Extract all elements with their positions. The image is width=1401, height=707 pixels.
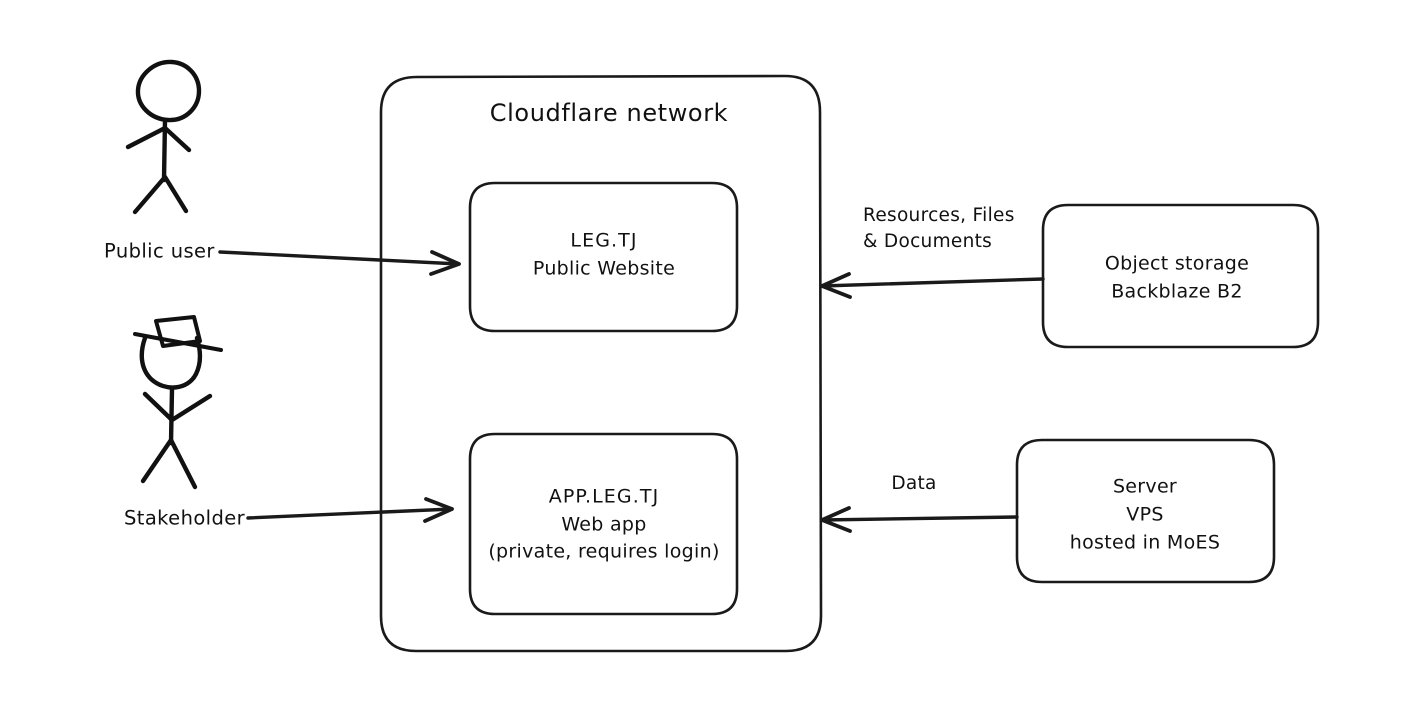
- stick-figure-with-hat-icon: [133, 315, 223, 490]
- node-public-website[interactable]: LEG.TJ Public Website: [468, 181, 739, 333]
- node-server-line1: Server: [1113, 476, 1177, 498]
- node-object-storage-line2: Backblaze B2: [1111, 281, 1243, 303]
- node-web-app[interactable]: APP.LEG.TJ Web app (private, requires lo…: [468, 432, 739, 616]
- edge-storage-to-network[interactable]: Resources, Files & Documents: [820, 205, 1045, 299]
- node-public-website-line1: LEG.TJ: [570, 230, 637, 252]
- edge-server-label: Data: [891, 473, 936, 494]
- node-server[interactable]: Server VPS hosted in MoES: [1015, 438, 1276, 584]
- stick-figure-icon: [125, 59, 202, 215]
- actor-stakeholder[interactable]: Stakeholder: [124, 315, 246, 530]
- cloudflare-network-title: Cloudflare network: [490, 99, 728, 127]
- actor-public-user[interactable]: Public user: [104, 59, 215, 263]
- node-web-app-line3: (private, requires login): [488, 541, 719, 563]
- node-server-line3: hosted in MoES: [1070, 532, 1220, 554]
- node-object-storage-line1: Object storage: [1105, 253, 1249, 275]
- edge-storage-label-line2: & Documents: [863, 231, 992, 252]
- node-web-app-line2: Web app: [561, 514, 646, 536]
- node-public-website-line2: Public Website: [533, 258, 675, 280]
- actor-public-user-label: Public user: [104, 240, 215, 263]
- node-object-storage[interactable]: Object storage Backblaze B2: [1041, 203, 1320, 349]
- node-web-app-line1: APP.LEG.TJ: [549, 486, 660, 508]
- edge-server-to-network[interactable]: Data: [820, 473, 1019, 533]
- node-server-line2: VPS: [1126, 504, 1163, 526]
- edge-storage-label-line1: Resources, Files: [863, 205, 1015, 226]
- edge-public-user-to-website[interactable]: [218, 250, 461, 276]
- actor-stakeholder-label: Stakeholder: [124, 507, 246, 530]
- edge-stakeholder-to-web-app[interactable]: [246, 497, 454, 523]
